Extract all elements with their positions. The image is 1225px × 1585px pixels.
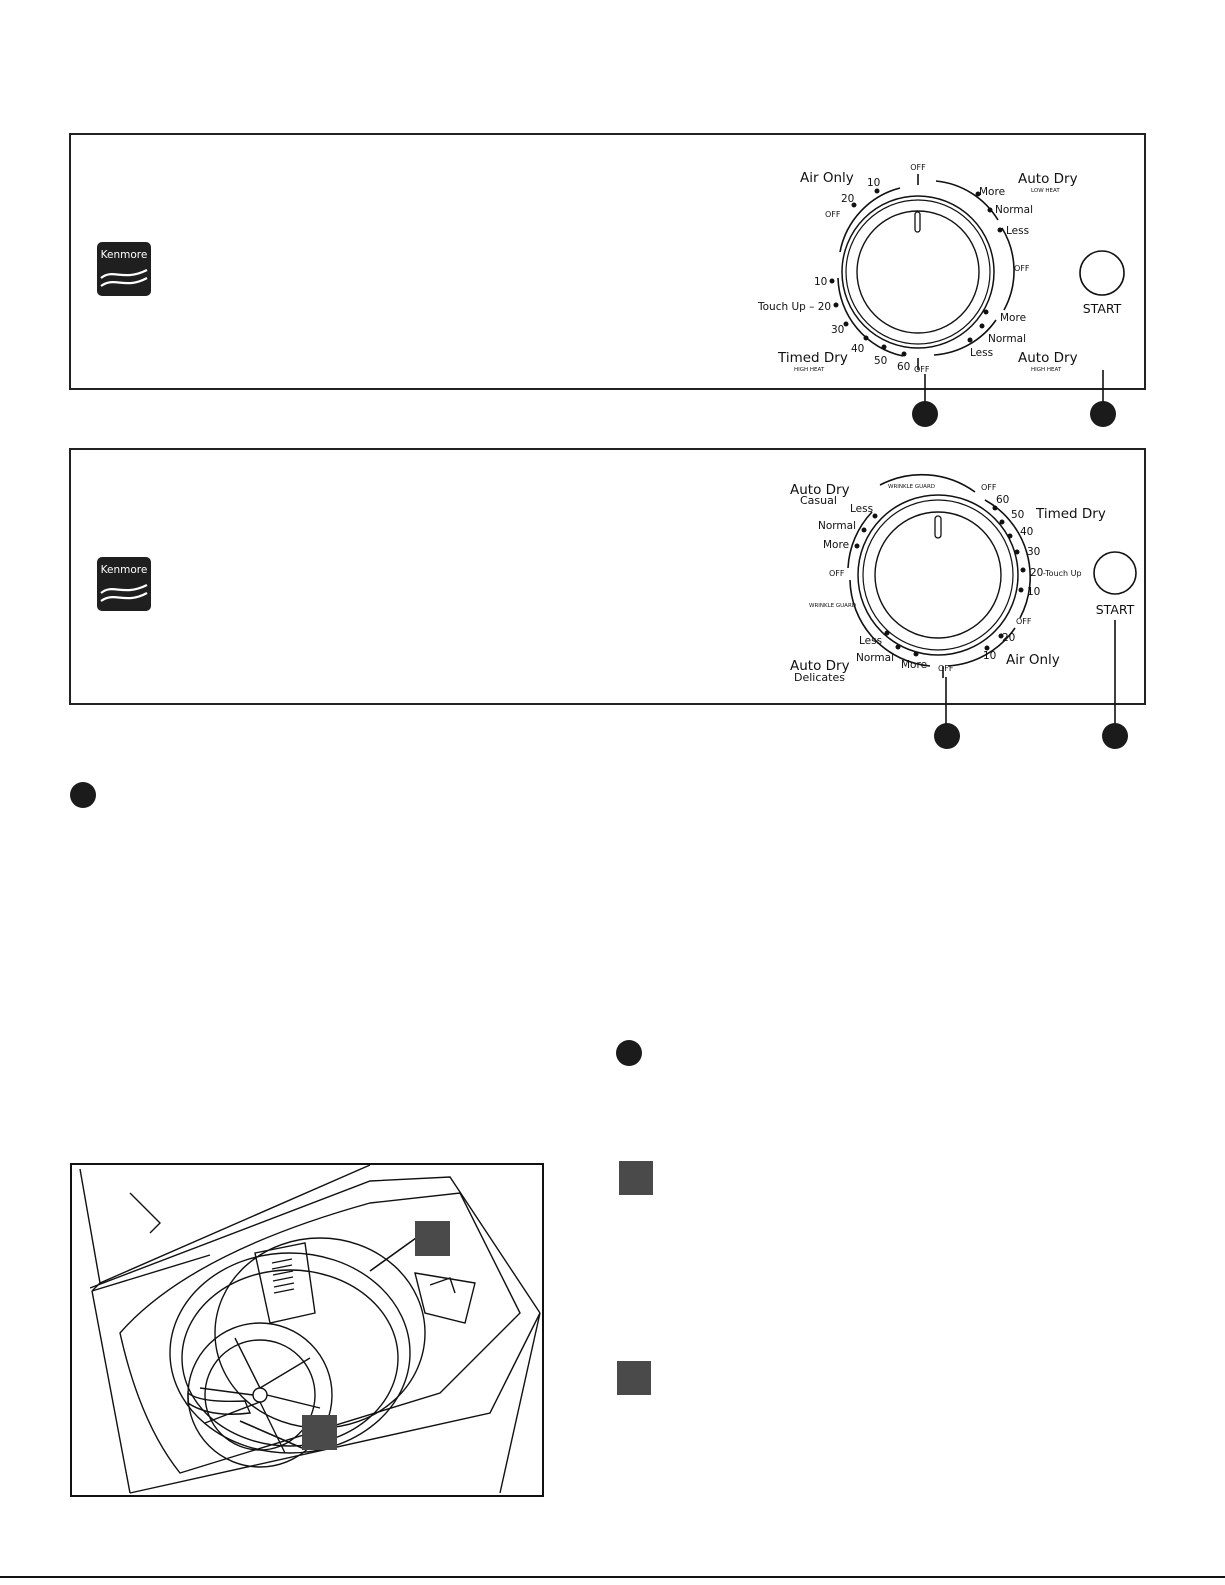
off-label-left-top: OFF xyxy=(825,210,841,219)
auto-dry-high-label: Auto Dry xyxy=(1018,350,1078,366)
drum-callout-a xyxy=(415,1221,450,1256)
more-label-2: More xyxy=(1000,312,1026,324)
callout-dial-2 xyxy=(934,723,960,749)
timed-50-label-2: 50 xyxy=(1011,509,1024,521)
start-button-1[interactable]: START xyxy=(1070,248,1136,323)
normal-label-2: Normal xyxy=(988,333,1026,345)
callout-dial-1 xyxy=(912,401,938,427)
step-badge-a xyxy=(619,1161,653,1195)
air-10-label-2: 10 xyxy=(983,650,996,662)
off-label-top: OFF xyxy=(910,163,926,172)
start-button-2[interactable]: START xyxy=(1084,549,1150,624)
timed-10-label-2: 10 xyxy=(1027,586,1040,598)
auto-dry-delicates-label: Auto Dry xyxy=(790,658,850,674)
callout-start-1 xyxy=(1090,401,1116,427)
off-label-right-2: OFF xyxy=(1016,617,1032,626)
brand-name: Kenmore xyxy=(100,249,148,261)
timed-40-label: 40 xyxy=(851,343,864,355)
start-label-2: START xyxy=(1096,602,1135,617)
normal-label-1: Normal xyxy=(995,204,1033,216)
normal-label-4: Normal xyxy=(856,652,894,664)
timed-40-label-2: 40 xyxy=(1020,526,1033,538)
timed-50-label: 50 xyxy=(874,355,887,367)
kenmore-logo: Kenmore xyxy=(97,242,151,296)
off-label-left-2: OFF xyxy=(829,569,845,578)
section-marker-1 xyxy=(70,782,96,808)
air-only-label-2: Air Only xyxy=(1006,652,1060,668)
off-label-right: OFF xyxy=(1014,264,1030,273)
touch-up-label-2: -Touch Up xyxy=(1043,569,1082,578)
kenmore-logo-2: Kenmore xyxy=(97,557,151,611)
air-20-label: 20 xyxy=(841,193,854,205)
timed-60-label-2: 60 xyxy=(996,494,1009,506)
auto-dry-casual-label: Auto Dry xyxy=(790,482,850,498)
drum-callout-b xyxy=(302,1415,337,1450)
high-heat-label-right: HIGH HEAT xyxy=(1031,367,1062,373)
normal-label-3: Normal xyxy=(818,520,856,532)
touch-up-label: Touch Up – 20 xyxy=(757,301,831,313)
step-badge-b xyxy=(617,1361,651,1395)
high-heat-label-left: HIGH HEAT xyxy=(794,367,825,373)
logo-wave-icon-2 xyxy=(100,584,148,602)
start-label-1: START xyxy=(1083,301,1122,316)
air-10-label: 10 xyxy=(867,177,880,189)
cycle-dial-1[interactable]: Air Only 10 20 OFF OFF Auto Dry LOW HEAT… xyxy=(750,150,1150,390)
timed-dry-label: Timed Dry xyxy=(777,350,848,366)
low-heat-label: LOW HEAT xyxy=(1031,188,1060,194)
less-label-2: Less xyxy=(970,347,993,359)
timed-dry-label-2: Timed Dry xyxy=(1035,506,1106,522)
casual-label: Casual xyxy=(800,494,837,507)
section-marker-2 xyxy=(616,1040,642,1066)
auto-dry-low-label: Auto Dry xyxy=(1018,171,1078,187)
less-label-4: Less xyxy=(859,635,882,647)
less-label-1: Less xyxy=(1006,225,1029,237)
more-label-4: More xyxy=(901,659,927,671)
delicates-label: Delicates xyxy=(794,671,845,684)
air-20-label-2: 20 xyxy=(1002,632,1015,644)
air-only-label: Air Only xyxy=(800,170,854,186)
washer-drum-illustration xyxy=(70,1163,544,1497)
logo-wave-icon xyxy=(100,269,148,287)
callout-leaders-1 xyxy=(924,370,1104,402)
off-label-top-2: OFF xyxy=(981,483,997,492)
timed-20-label-2: 20 xyxy=(1030,567,1043,579)
callout-leaders-2 xyxy=(945,620,1116,728)
off-label-bottom-2: OFF xyxy=(938,664,954,673)
wrinkle-guard-left-label: WRINKLE GUARD xyxy=(809,603,856,609)
timed-10-label: 10 xyxy=(814,276,827,288)
page-bottom-rule xyxy=(0,1576,1225,1578)
timed-30-label: 30 xyxy=(831,324,844,336)
wrinkle-guard-top-label: WRINKLE GUARD xyxy=(888,484,935,490)
off-label-bottom: OFF xyxy=(914,365,930,374)
brand-name-2: Kenmore xyxy=(100,564,148,576)
less-label-3: Less xyxy=(850,503,873,515)
more-label-3: More xyxy=(823,539,849,551)
more-label-1: More xyxy=(979,186,1005,198)
timed-30-label-2: 30 xyxy=(1027,546,1040,558)
cycle-dial-2[interactable]: Auto Dry Casual Less Normal More OFF WRI… xyxy=(780,470,1110,705)
timed-60-label: 60 xyxy=(897,361,910,373)
callout-start-2 xyxy=(1102,723,1128,749)
